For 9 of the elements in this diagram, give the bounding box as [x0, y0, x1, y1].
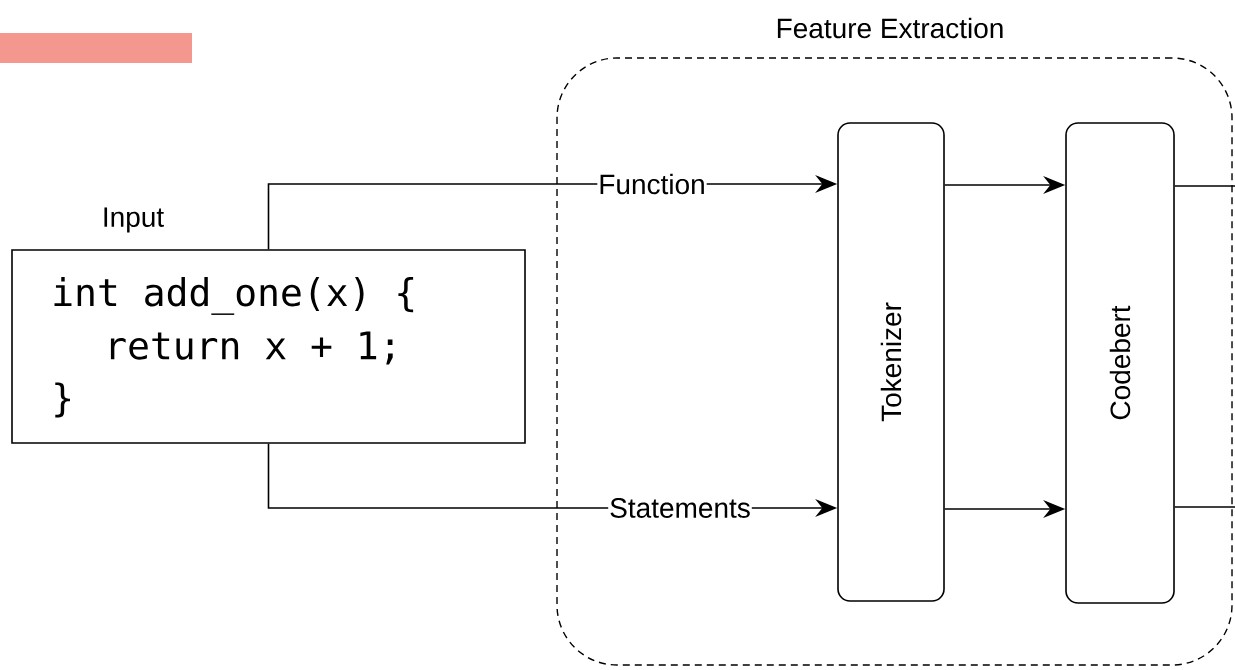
group-title: Feature Extraction: [777, 17, 1003, 39]
process-box: Codebert: [1065, 122, 1175, 604]
box-heading: Input: [104, 207, 164, 233]
process-box: Tokenizer: [837, 122, 945, 602]
edge-label: Function: [597, 172, 707, 196]
edge-label: Statements: [608, 497, 752, 519]
code-line: }: [55, 382, 70, 418]
code-line: return x + 1;: [110, 331, 393, 365]
code-line: int add_one(x) {: [54, 277, 414, 315]
